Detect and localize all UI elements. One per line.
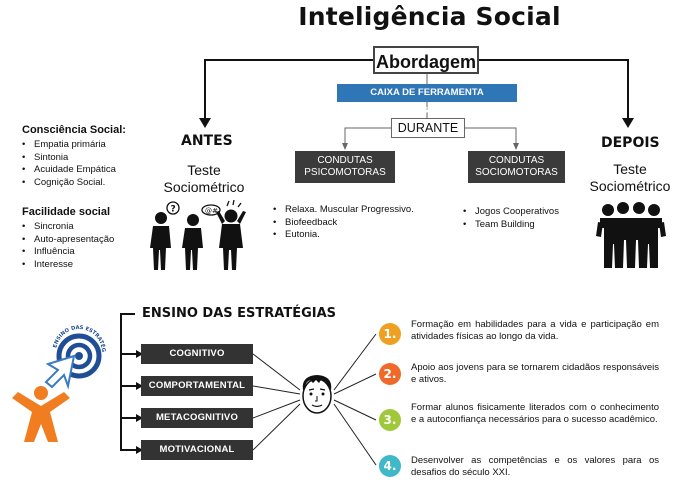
goal-text-2: Apoio aos jovens para se tornarem cidadã… [411,362,659,385]
line-to-depois [479,59,629,122]
list-item: Acuidade Empática [20,164,116,177]
goal-text-4: Desenvolver as competências e os valores… [411,455,659,478]
goal-number-1: 1. [379,323,401,345]
goal-number-4: 4. [379,455,401,477]
condutas-psicomotoras-box: CONDUTAS PSICOMOTORAS [295,151,395,183]
target-logo-icon: ENSINO DAS ESTRATÉGIAS [48,318,108,379]
svg-text:?: ? [171,205,176,215]
confused-people-icon: ? @# [150,200,246,270]
consciencia-heading: Consciência Social: [22,124,126,136]
cursor-arrow-icon [44,354,76,390]
strategy-cognitivo: COGNITIVO [141,344,253,364]
list-item: Auto-apresentação [20,234,114,247]
condutas-sociomotoras-line1: CONDUTAS [488,155,545,166]
arrow-antes [199,118,211,128]
goal-text-1: Formação em habilidades para a vida e pa… [411,319,659,342]
strategy-metacognitivo: METACOGNITIVO [141,408,253,428]
consciencia-list: Empatia primária Sintonia Acuidade Empát… [20,139,116,189]
line-to-antes [204,59,373,122]
list-item: Influência [20,246,114,259]
facilidade-heading: Facilidade social [22,206,111,218]
depois-teste-line1: Teste [613,161,647,177]
goal-number-2: 2. [379,363,401,385]
list-item: Relaxa. Muscular Progressivo. [271,204,414,217]
condutas-psicomotoras-line1: CONDUTAS [317,155,373,166]
goal-number-3: 3. [379,409,401,431]
student-face-icon [302,375,332,414]
orange-person-icon [12,386,70,442]
depois-label: DEPOIS [601,135,660,151]
svg-text:@#: @# [205,207,218,215]
caixa-ferramenta-label: CAIXA DE FERRAMENTA PEDAGÓGICA [337,84,517,116]
depois-teste: Teste Sociométrico [586,161,674,195]
strategy-motivacional: MOTIVACIONAL [141,440,253,460]
goal-text-3: Formar alunos fisicamente literados com … [411,402,659,425]
psicomotoras-list: Relaxa. Muscular Progressivo. Biofeedbac… [271,204,414,242]
condutas-sociomotoras-line2: SOCIOMOTORAS [475,167,558,178]
condutas-sociomotoras-box: CONDUTAS SOCIOMOTORAS [468,151,565,183]
list-item: Cognição Social. [20,177,116,190]
depois-teste-line2: Sociométrico [589,178,671,194]
antes-teste-line1: Teste [187,162,221,178]
antes-teste: Teste Sociométrico [156,162,252,196]
list-item: Eutonia. [271,229,414,242]
durante-box: DURANTE [391,118,465,138]
list-item: Sincronia [20,221,114,234]
list-item: Biofeedback [271,217,414,230]
page-title: Inteligência Social [298,2,561,31]
abordagem-box: Abordagem [373,46,479,74]
facilidade-list: Sincronia Auto-apresentação Influência I… [20,221,114,271]
antes-teste-line2: Sociométrico [163,179,245,195]
strategy-comportamental: COMPORTAMENTAL [141,376,253,396]
antes-label: ANTES [181,133,233,149]
condutas-psicomotoras-line2: PSICOMOTORAS [304,167,386,178]
ensino-heading: ENSINO DAS ESTRATÉGIAS [142,306,337,321]
sociomotoras-list: Jogos Cooperativos Team Building [461,206,559,231]
list-item: Team Building [461,219,559,232]
team-hug-icon [596,202,666,268]
list-item: Interesse [20,259,114,272]
list-item: Empatia primária [20,139,116,152]
list-item: Sintonia [20,152,116,165]
list-item: Jogos Cooperativos [461,206,559,219]
arrow-depois [622,118,634,128]
